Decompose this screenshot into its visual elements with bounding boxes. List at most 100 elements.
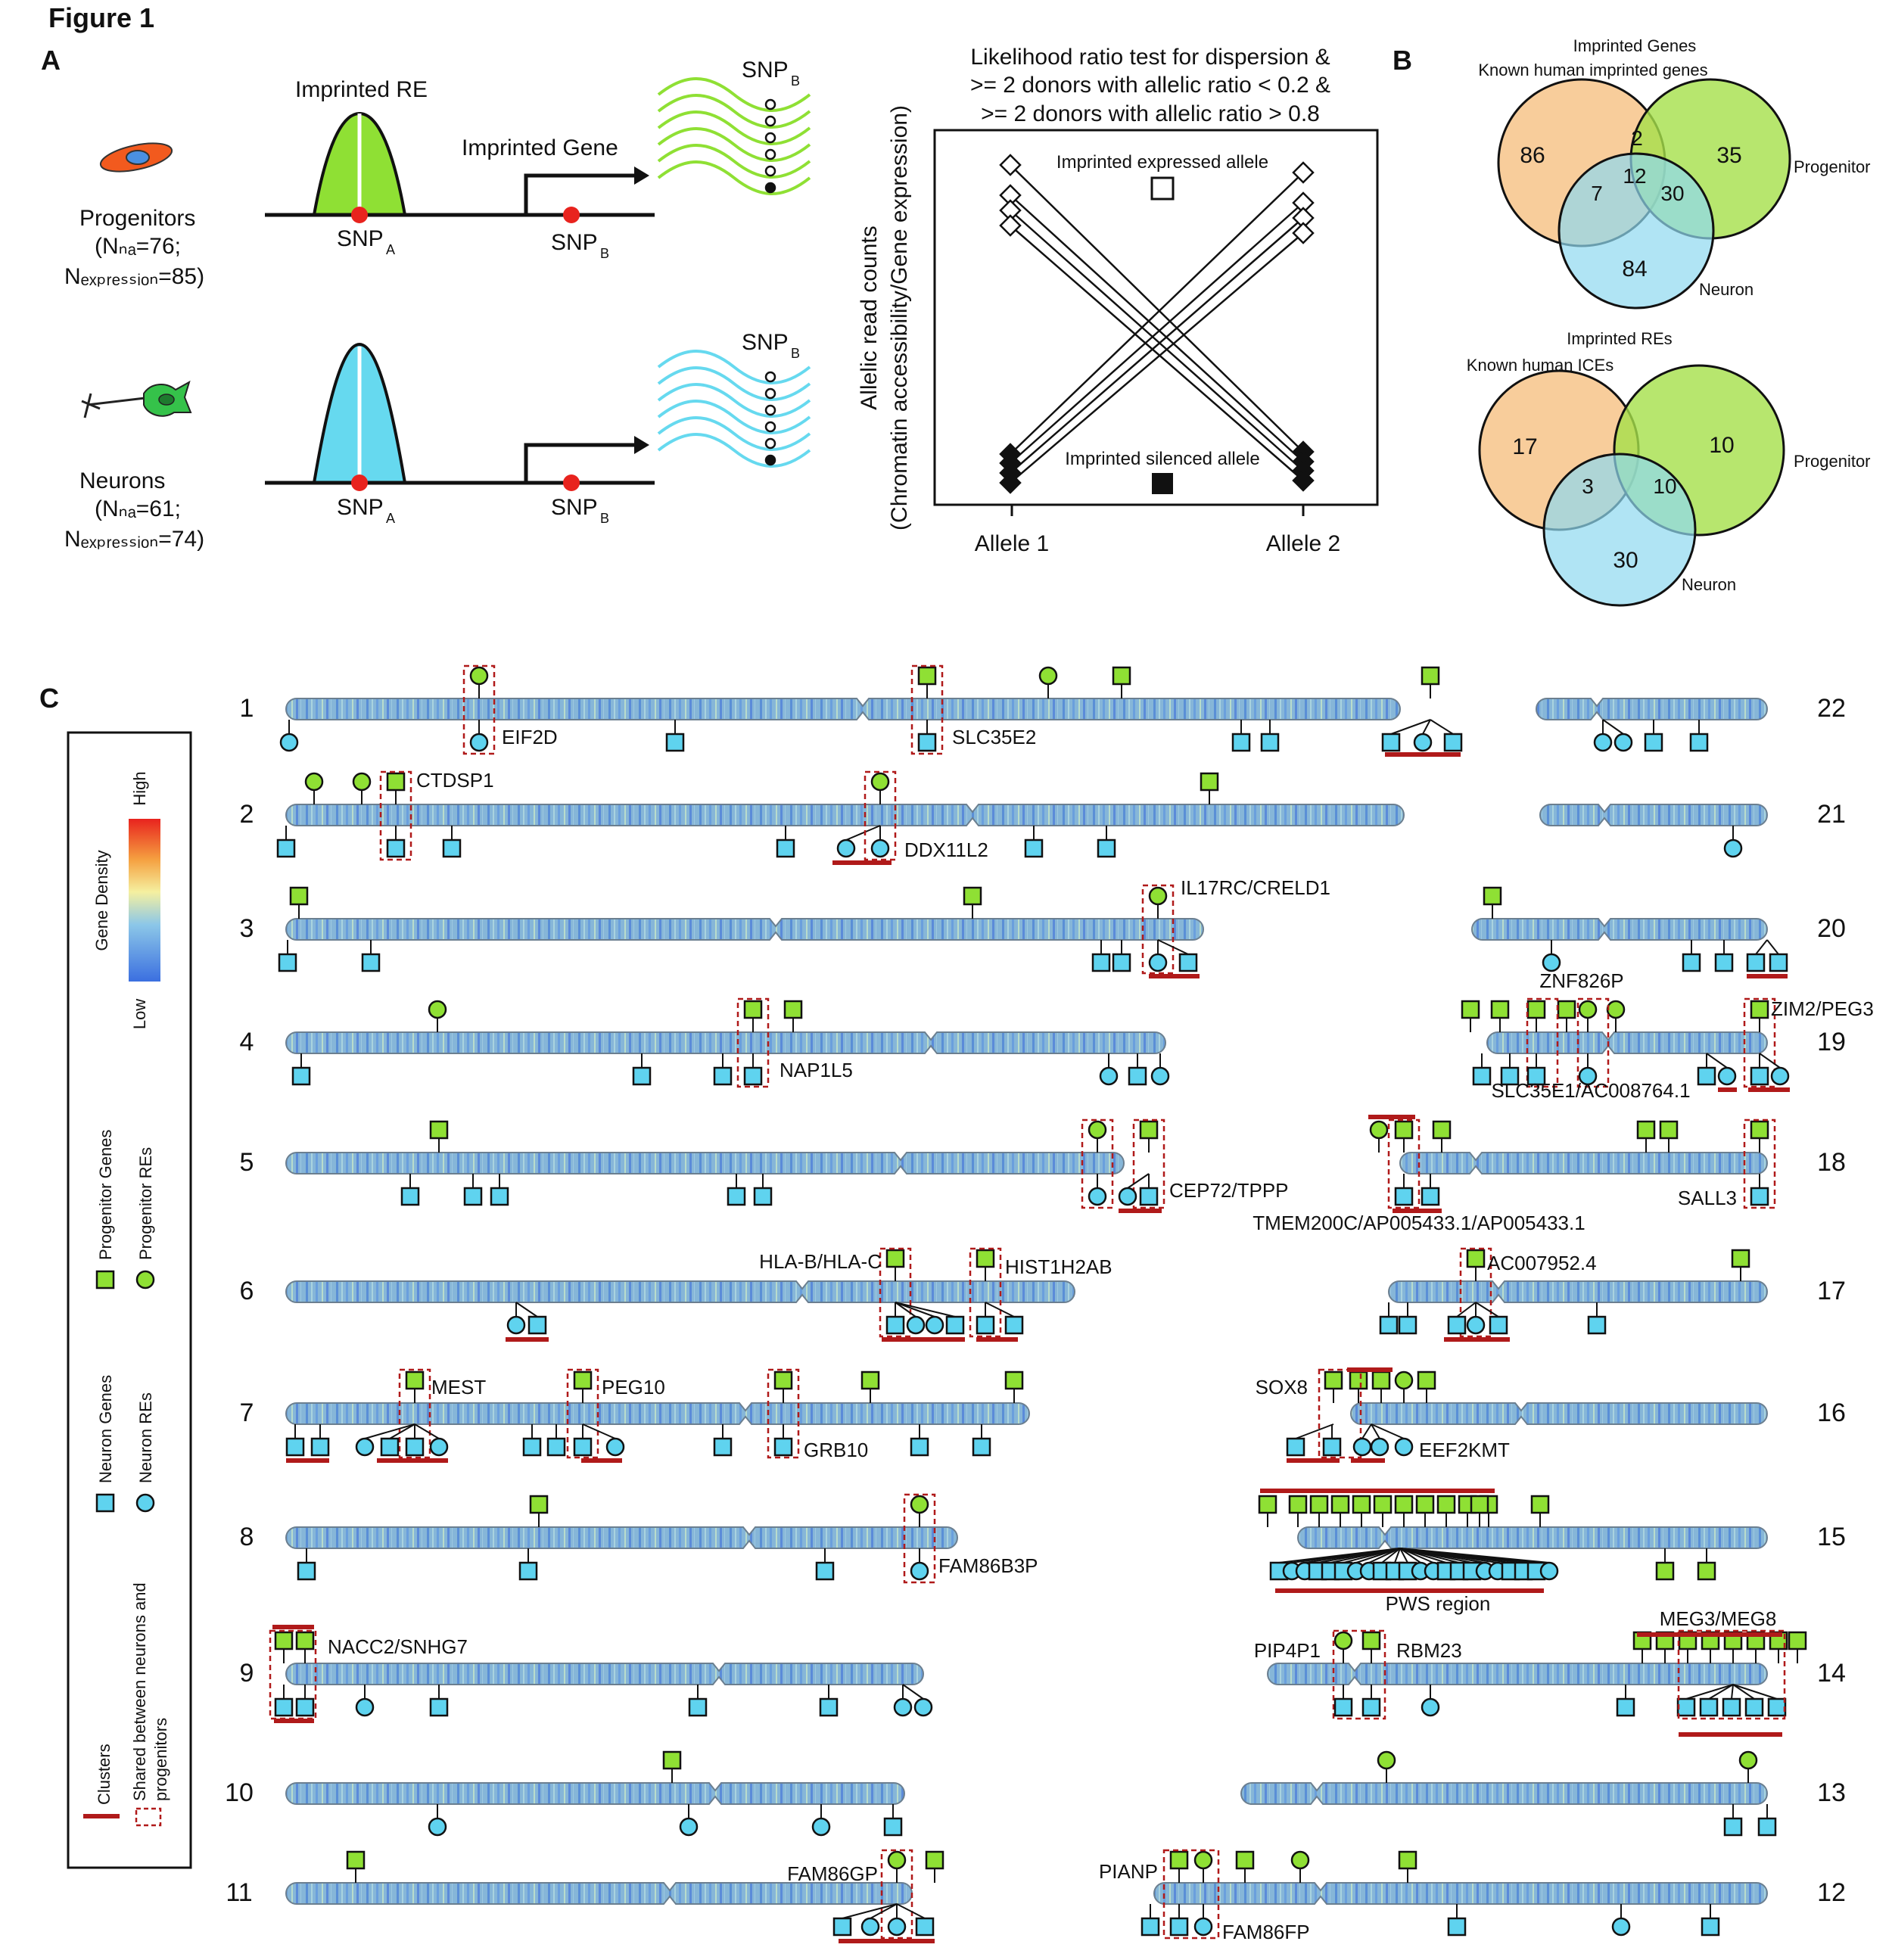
neuron-gene-marker (274, 1697, 294, 1717)
progenitor-gene-marker (1636, 1120, 1656, 1140)
neuron-gene-marker (400, 1187, 420, 1206)
progenitor-gene-marker (405, 1370, 425, 1390)
chromosome-11 (285, 1882, 913, 1905)
shared-cluster-box (1459, 1247, 1492, 1338)
neuron-gene-marker (1644, 733, 1663, 752)
marker-stem (902, 1684, 924, 1700)
figure-title: Figure 1 (48, 2, 154, 33)
neuron-gene-marker (285, 1437, 305, 1457)
neuron-gene-marker (976, 1315, 995, 1335)
lrt-line (1010, 217, 1304, 474)
neuron-re-marker (860, 1917, 880, 1937)
legend-neuron-genes: Neuron Genes (96, 1375, 115, 1483)
neuron-gene-marker (917, 733, 937, 752)
lrt-ylabel-2: (Chromatin accessibility/Gene expression… (887, 105, 912, 530)
neuron-gene-marker (1394, 1187, 1414, 1206)
shared-cluster-box (1141, 884, 1175, 975)
progenitor-gene-marker (976, 1249, 995, 1268)
chromosome-number: 2 (240, 800, 254, 829)
neuron-gene-marker (546, 1437, 566, 1457)
shared-cluster-box (1132, 1118, 1165, 1209)
neuron-gene-marker (1447, 1917, 1467, 1937)
neuron-gene-marker (1333, 1697, 1353, 1717)
progenitor-gene-marker (925, 1850, 944, 1870)
progenitor-gene-marker (1470, 1495, 1489, 1514)
snp-b-transcript-label-neuron: SNP (742, 330, 789, 355)
neuron-gene-marker (310, 1437, 330, 1457)
neuron-gene-marker (278, 953, 297, 972)
progenitor-re-marker (1369, 1120, 1389, 1140)
progenitor-re-marker (1290, 1850, 1310, 1870)
chromosome-number: 15 (1817, 1523, 1846, 1551)
progenitor-gene-marker (1288, 1495, 1308, 1514)
marker-stem (1755, 939, 1768, 955)
venn-genes-neuron-only: 84 (1622, 257, 1647, 282)
chromosome-number: 8 (240, 1523, 254, 1551)
transcript-wave (657, 400, 811, 434)
progenitor-re-marker (1606, 1000, 1626, 1019)
neuron-gene-marker (713, 1066, 733, 1086)
venn-genes-prog-only: 35 (1716, 143, 1741, 168)
gene-label: GRB10 (804, 1439, 868, 1461)
neuron-gene-marker (490, 1187, 509, 1206)
venn-genes-known-label: Known human imprinted genes (1478, 61, 1707, 79)
neuron-re-marker (605, 1437, 625, 1457)
neuron-re-marker (925, 1315, 944, 1335)
marker-stem (1399, 1548, 1421, 1563)
shared-cluster-box (1162, 1849, 1220, 1940)
progenitor-re-marker (1738, 1750, 1758, 1770)
snp-b-subscript-neuron: B (600, 511, 609, 526)
chromosome-18 (1399, 1152, 1768, 1174)
lrt-plot: Likelihood ratio test for dispersion & >… (857, 45, 1379, 556)
snp-b-expressed-dot (764, 437, 776, 450)
progenitor-re-marker (887, 1850, 907, 1870)
chromosome-15 (1297, 1526, 1768, 1549)
progenitor-gene-marker (1200, 772, 1219, 792)
neuron-re-marker (1542, 953, 1561, 972)
neuron-gene-marker (1004, 1315, 1024, 1335)
neuron-gene-marker (773, 1437, 793, 1457)
neuron-re-marker (1613, 733, 1633, 752)
progenitor-re-marker (304, 772, 324, 792)
neuron-re-marker (1593, 733, 1613, 752)
neuron-gene-marker (1767, 1697, 1787, 1717)
progenitor-re-marker (1333, 1631, 1353, 1650)
gene-label: PIP4P1 (1254, 1639, 1321, 1662)
snp-b-transcript-sub: B (791, 73, 800, 89)
neuron-gene-marker (1769, 953, 1788, 972)
progenitor-gene-marker (1004, 1370, 1024, 1390)
chromosome-number: 18 (1817, 1148, 1846, 1177)
progenitor-gene-marker (1750, 1120, 1769, 1140)
venn-genes-title: Imprinted Genes (1573, 36, 1697, 55)
neuron-gene-marker (1689, 733, 1709, 752)
transcript-wave (657, 383, 811, 418)
gene-label: HLA-B/HLA-C (759, 1250, 882, 1273)
progenitor-gene-marker (783, 1000, 803, 1019)
gene-label: PIANP (1099, 1860, 1158, 1883)
neuron-re-marker (428, 1817, 447, 1837)
chromosome-number: 12 (1817, 1878, 1846, 1907)
chromosome-10 (285, 1782, 905, 1805)
shared-cluster-box (1576, 997, 1610, 1088)
neuron-re-marker (836, 838, 856, 858)
marker-stem (1759, 1053, 1781, 1069)
neuron-re-marker (1421, 1697, 1440, 1717)
shared-cluster-box (1677, 1629, 1786, 1720)
neuron-gene-marker (883, 1817, 903, 1837)
progenitor-cell-icon (99, 142, 173, 173)
panel-label-a: A (41, 45, 61, 76)
marker-stem (1766, 939, 1779, 955)
shared-cluster-box (880, 1849, 913, 1940)
marker-stem (1399, 1548, 1408, 1563)
transcript-wave (657, 366, 811, 401)
progenitor-gene-marker (1432, 1120, 1452, 1140)
venn-res-prog-only: 10 (1709, 433, 1734, 458)
progenitor-gene-marker (1330, 1495, 1350, 1514)
chromosome-number: 16 (1817, 1398, 1846, 1427)
neuron-gene-marker (1472, 1066, 1492, 1086)
progenitor-re-marker (352, 772, 372, 792)
snp-b-expressed-dot (764, 98, 776, 110)
chromosome-number: 22 (1817, 694, 1846, 723)
progenitor-gene-marker (1309, 1495, 1329, 1514)
transcript-wave (657, 416, 811, 451)
